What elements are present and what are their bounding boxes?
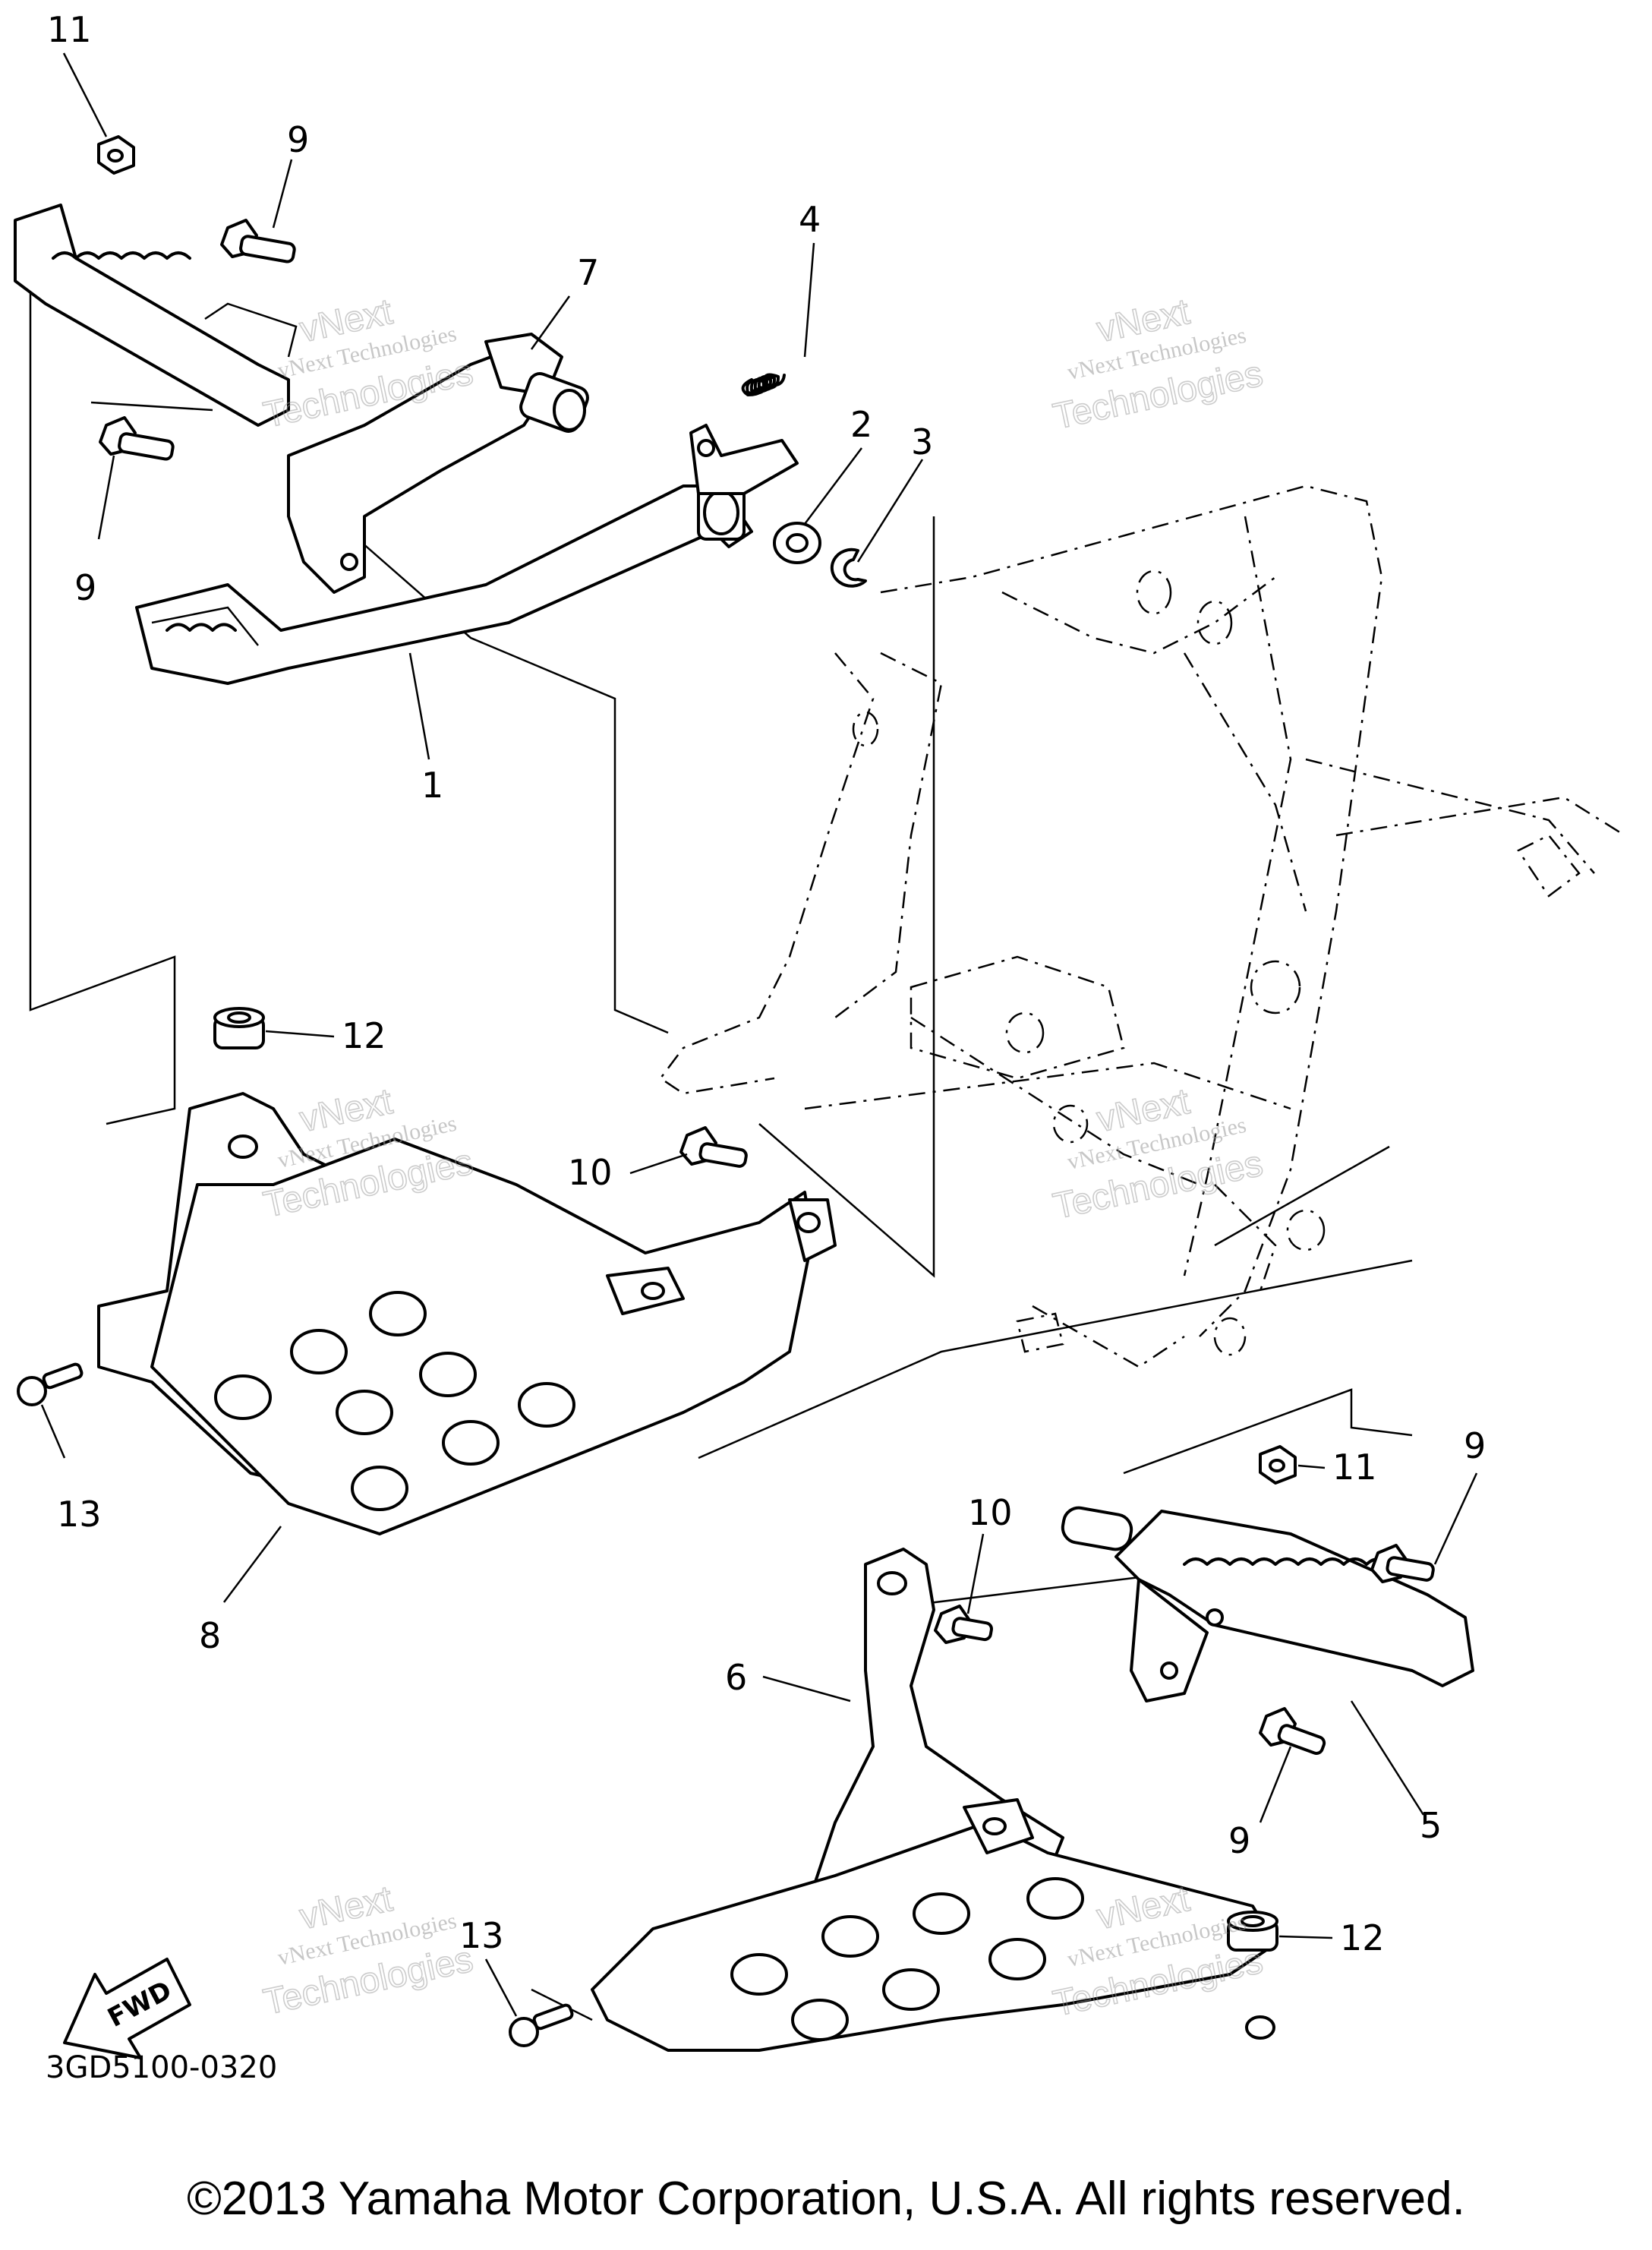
frame-outline	[659, 484, 1625, 1368]
washer	[773, 522, 821, 564]
screw-13-right	[509, 2003, 574, 2047]
left-footrest-bracket	[14, 204, 589, 594]
callout-12-lower: 12	[1340, 1917, 1385, 1958]
grommet-12-lower	[1227, 1911, 1278, 1952]
callout-10-right: 10	[968, 1492, 1013, 1533]
callout-13-right: 13	[459, 1915, 504, 1956]
leader-lines	[40, 52, 1478, 2017]
bolt-10-upper	[679, 1126, 748, 1168]
callout-13-left: 13	[57, 1494, 102, 1535]
bolt-9-right-lower	[1259, 1707, 1326, 1755]
watermark-4: vNext vNext Technologies Technologies	[1049, 1081, 1267, 1227]
callout-8: 8	[199, 1615, 221, 1656]
callout-3: 3	[911, 421, 933, 462]
nut-11-upper	[97, 135, 135, 175]
callout-10-upper: 10	[568, 1152, 613, 1193]
callout-12-upper: 12	[342, 1015, 386, 1056]
right-footrest	[1061, 1506, 1474, 1702]
right-foot-guard-plate	[591, 1548, 1277, 2052]
callout-2: 2	[850, 404, 872, 445]
callout-5: 5	[1420, 1805, 1442, 1846]
callout-11-right: 11	[1332, 1447, 1377, 1488]
bolt-9-mid-left	[99, 416, 175, 461]
bolt-10-right	[934, 1605, 993, 1644]
grommet-12-upper	[213, 1007, 265, 1049]
callout-11-upper: 11	[47, 9, 92, 50]
screw-13-left	[17, 1362, 84, 1406]
circlip	[830, 548, 867, 588]
copyright-footer: ©2013 Yamaha Motor Corporation, U.S.A. A…	[187, 2173, 1465, 2225]
bolt-9-right-upper	[1370, 1544, 1435, 1583]
callout-9-mid: 9	[74, 567, 96, 608]
callout-9-right-upper: 9	[1464, 1425, 1486, 1466]
callout-6: 6	[725, 1657, 747, 1698]
callout-7: 7	[577, 252, 599, 293]
callout-9-upper: 9	[287, 119, 309, 160]
watermark-5: vNext vNext Technologies Technologies	[260, 1878, 478, 2023]
callout-labels: 11 9 9 7 4 2 3 1 12 10 13 8 10 11 9 6 5 …	[47, 9, 1486, 1958]
nut-11-right	[1259, 1445, 1297, 1485]
spring	[741, 373, 786, 396]
callout-1: 1	[421, 765, 443, 806]
bolt-9-upper-left	[220, 219, 296, 263]
diagram-code-label: 3GD5100-0320	[46, 2050, 278, 2085]
left-foot-guard-plate	[97, 1092, 837, 1535]
callout-4: 4	[799, 199, 821, 240]
forward-direction-arrow: FWD	[63, 1958, 191, 2059]
callout-9-right-lower: 9	[1228, 1820, 1250, 1861]
watermark-2: vNext vNext Technologies Technologies	[1049, 291, 1267, 437]
brake-pedal	[135, 424, 799, 685]
